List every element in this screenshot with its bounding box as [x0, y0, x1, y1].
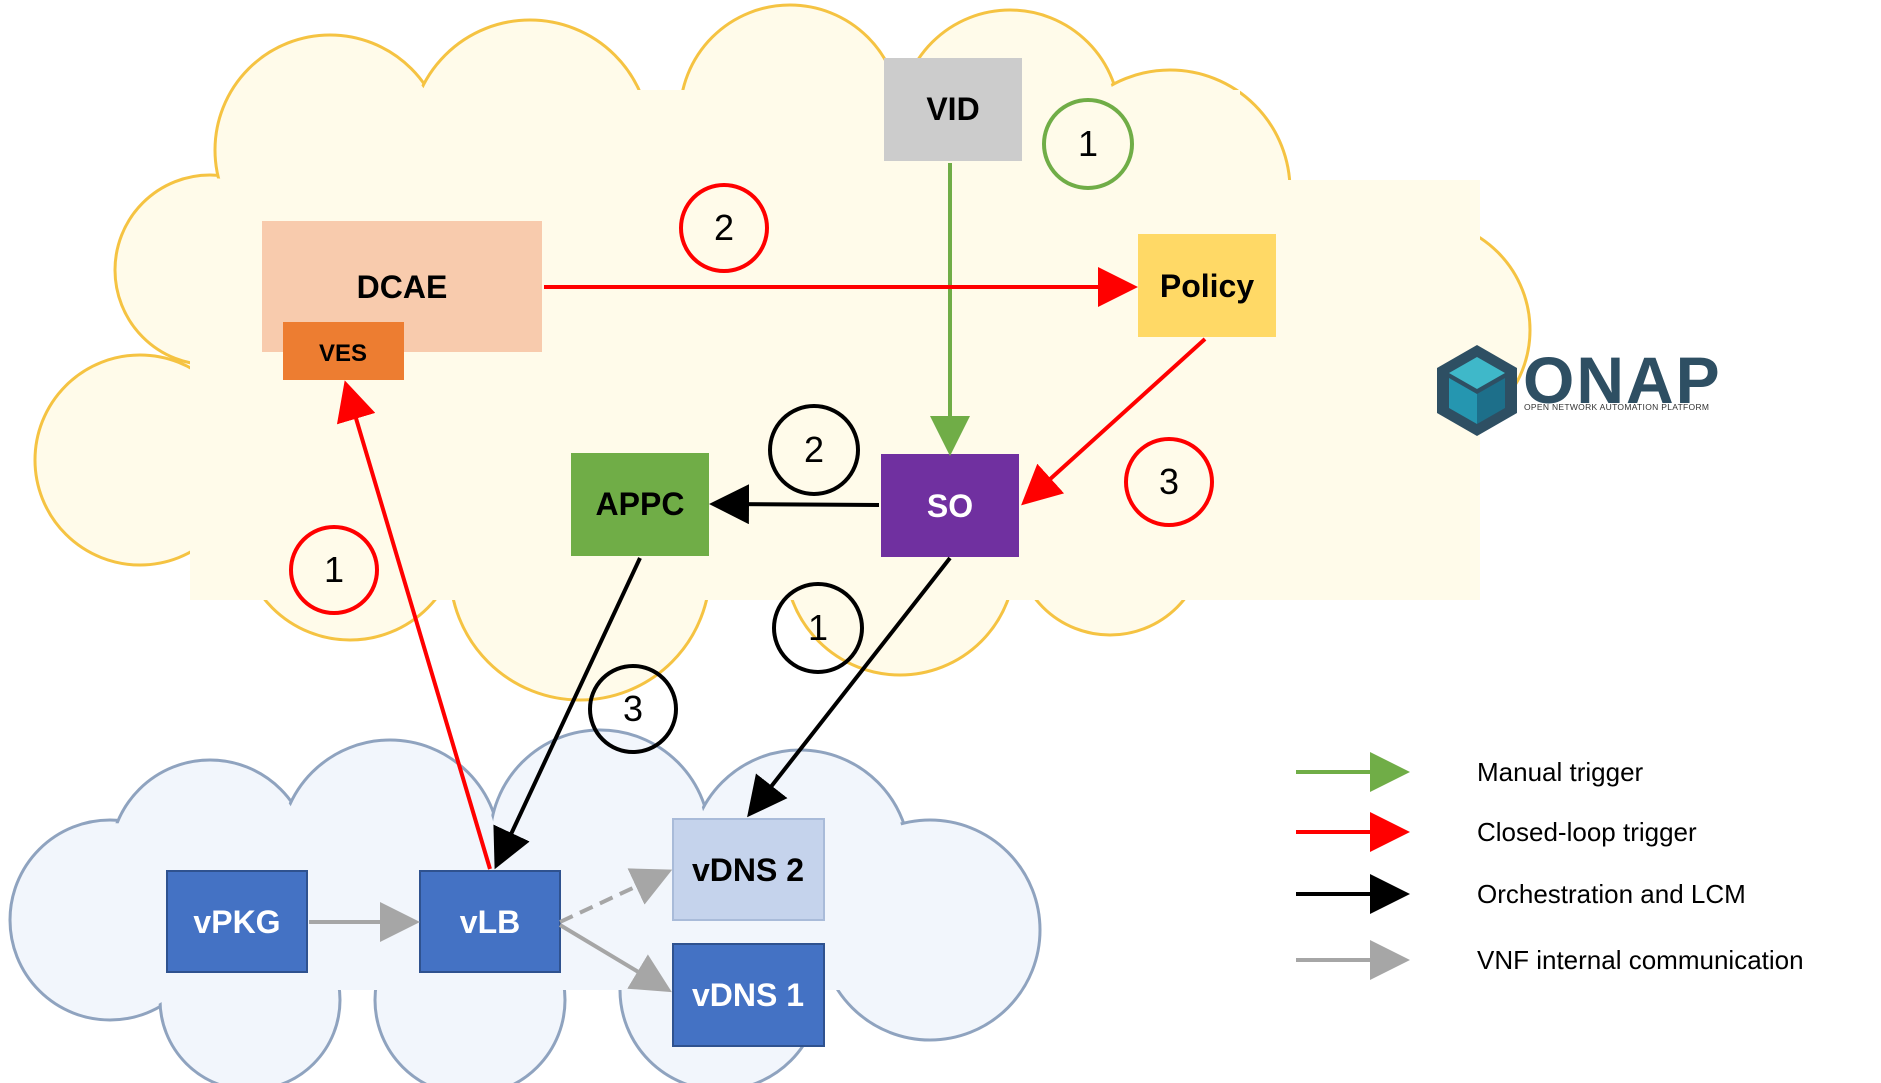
step-orchestration-1: 1 — [772, 582, 864, 674]
onap-cloud — [33, 3, 1532, 702]
legend-item-orchestration: Orchestration and LCM — [1296, 874, 1746, 914]
step-closed-loop-3: 3 — [1124, 437, 1214, 527]
node-vpkg: vPKG — [166, 870, 308, 973]
legend-item-manual: Manual trigger — [1296, 752, 1644, 792]
step-orchestration-3: 3 — [588, 664, 678, 754]
edge-vlb-to-ves — [336, 380, 492, 870]
node-ves: VES — [283, 322, 404, 380]
svg-text:OPEN NETWORK AUTOMATION PLATFO: OPEN NETWORK AUTOMATION PLATFORM — [1524, 402, 1709, 412]
svg-text:3: 3 — [623, 688, 643, 729]
edge-so-to-vdns2 — [747, 556, 952, 818]
svg-text:VID: VID — [926, 91, 979, 127]
svg-text:SO: SO — [927, 488, 973, 524]
svg-text:Policy: Policy — [1160, 268, 1254, 304]
node-vlb: vLB — [419, 870, 561, 973]
svg-text:Orchestration and LCM: Orchestration and LCM — [1477, 879, 1746, 909]
svg-text:1: 1 — [808, 607, 828, 648]
svg-text:vLB: vLB — [460, 904, 520, 940]
onap-logo-mark-icon — [1437, 345, 1517, 436]
legend-item-closed-loop: Closed-loop trigger — [1296, 812, 1697, 852]
node-vdns2: vDNS 2 — [672, 818, 825, 921]
svg-text:1: 1 — [1078, 123, 1098, 164]
legend-item-vnf-internal: VNF internal communication — [1296, 940, 1804, 980]
svg-text:Manual trigger: Manual trigger — [1477, 757, 1644, 787]
svg-text:3: 3 — [1159, 461, 1179, 502]
svg-text:vDNS 1: vDNS 1 — [692, 977, 804, 1013]
node-appc: APPC — [571, 453, 709, 556]
svg-text:vDNS 2: vDNS 2 — [692, 852, 804, 888]
node-policy: Policy — [1138, 234, 1276, 337]
svg-text:APPC: APPC — [596, 486, 685, 522]
svg-text:vPKG: vPKG — [193, 904, 280, 940]
edge-policy-to-so — [1021, 337, 1207, 506]
node-so: SO — [881, 454, 1019, 557]
svg-text:VNF internal communication: VNF internal communication — [1477, 945, 1804, 975]
step-orchestration-2: 2 — [768, 404, 860, 496]
svg-text:VES: VES — [319, 340, 367, 367]
edge-vlb-to-vdns2 — [559, 868, 673, 924]
edge-appc-to-vlb — [493, 557, 642, 870]
edge-vlb-to-vdns1 — [558, 923, 672, 993]
svg-text:DCAE: DCAE — [357, 269, 448, 305]
step-closed-loop-2: 2 — [679, 183, 769, 273]
svg-text:1: 1 — [324, 549, 344, 590]
node-vid: VID — [884, 58, 1022, 161]
svg-text:2: 2 — [804, 429, 824, 470]
step-closed-loop-1: 1 — [289, 525, 379, 615]
svg-text:Closed-loop trigger: Closed-loop trigger — [1477, 817, 1697, 847]
step-manual-1: 1 — [1042, 98, 1134, 190]
onap-logo: ONAP OPEN NETWORK AUTOMATION PLATFORM — [1437, 343, 1722, 436]
node-vdns1: vDNS 1 — [672, 943, 825, 1047]
svg-text:2: 2 — [714, 207, 734, 248]
svg-text:ONAP: ONAP — [1523, 343, 1722, 417]
edge-so-to-appc — [709, 484, 880, 525]
legend: Manual trigger Closed-loop trigger Orche… — [1296, 752, 1804, 980]
